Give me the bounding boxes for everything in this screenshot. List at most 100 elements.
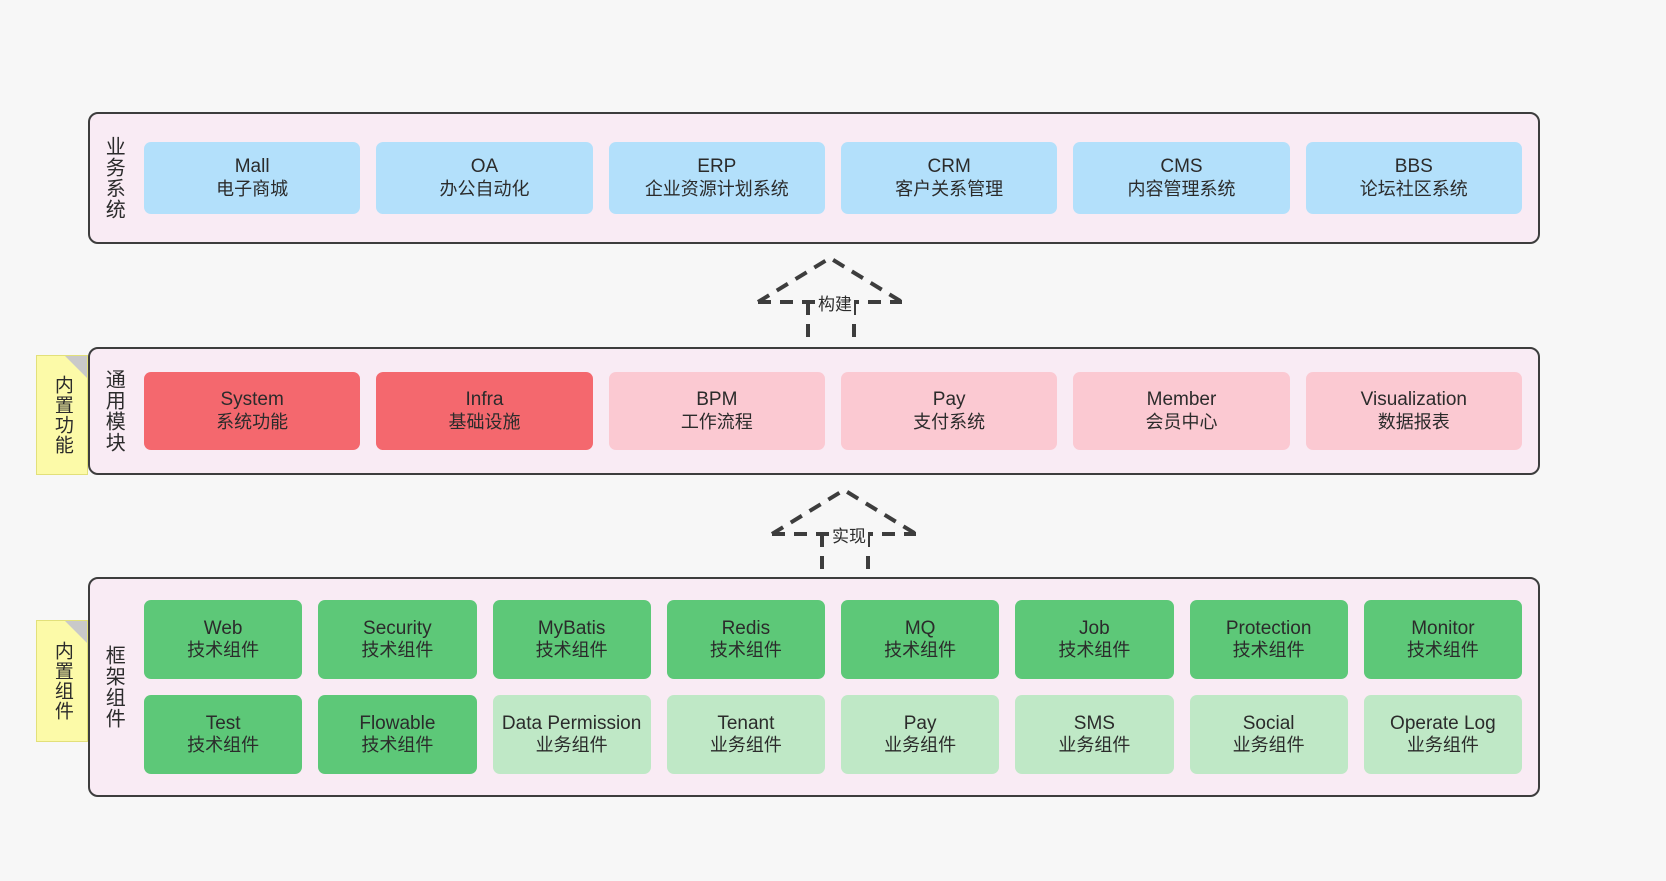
- arrow-head-triangle: [756, 255, 904, 304]
- node-title: Protection: [1225, 617, 1312, 639]
- node-title: BBS: [1394, 156, 1433, 178]
- node-pay-business[interactable]: Pay 业务组件: [841, 695, 1000, 774]
- layer-label-business: 业务系统: [102, 136, 125, 220]
- layer-label-modules: 通用模块: [102, 369, 125, 453]
- node-subtitle: 业务组件: [535, 735, 608, 756]
- node-title: Tenant: [717, 712, 775, 734]
- arrow-label-build: 构建: [816, 290, 854, 315]
- node-title: BPM: [696, 389, 738, 411]
- node-subtitle: 技术组件: [1058, 640, 1131, 661]
- node-member[interactable]: Member 会员中心: [1073, 372, 1290, 450]
- layer-framework-components[interactable]: 框架组件 Web 技术组件 Security 技术组件 MyBatis 技术组件…: [88, 577, 1540, 797]
- node-subtitle: 电子商城: [216, 178, 289, 199]
- node-subtitle: 支付系统: [913, 411, 986, 432]
- node-title: ERP: [697, 156, 737, 178]
- node-erp[interactable]: ERP 企业资源计划系统: [608, 142, 825, 214]
- node-subtitle: 基础设施: [448, 411, 521, 432]
- node-test[interactable]: Test 技术组件: [144, 695, 303, 774]
- node-cms[interactable]: CMS 内容管理系统: [1073, 142, 1290, 214]
- node-system[interactable]: System 系统功能: [144, 372, 361, 450]
- node-bbs[interactable]: BBS 论坛社区系统: [1305, 142, 1522, 214]
- node-data-permission[interactable]: Data Permission 业务组件: [492, 695, 651, 774]
- node-visualization[interactable]: Visualization 数据报表: [1305, 372, 1522, 450]
- node-security[interactable]: Security 技术组件: [318, 600, 477, 679]
- node-subtitle: 工作流程: [680, 411, 753, 432]
- node-subtitle: 内容管理系统: [1127, 178, 1236, 199]
- note-label: 内置功能: [51, 375, 73, 455]
- node-subtitle: 数据报表: [1377, 411, 1450, 432]
- layer-cells-modules: System 系统功能 Infra 基础设施 BPM 工作流程 Pay 支付系统…: [136, 349, 1538, 473]
- node-infra[interactable]: Infra 基础设施: [376, 372, 593, 450]
- layer-cells-business: Mall 电子商城 OA 办公自动化 ERP 企业资源计划系统 CRM 客户关系…: [136, 114, 1538, 242]
- node-subtitle: 技术组件: [361, 735, 434, 756]
- node-title: Pay: [932, 389, 966, 411]
- node-title: Security: [363, 617, 432, 639]
- node-title: Job: [1079, 617, 1110, 639]
- cell-row: Test 技术组件 Flowable 技术组件 Data Permission …: [144, 695, 1522, 774]
- node-subtitle: 业务组件: [884, 735, 957, 756]
- folded-corner-icon: [65, 621, 87, 643]
- node-title: MyBatis: [537, 617, 606, 639]
- node-title: Redis: [721, 617, 771, 639]
- node-title: Visualization: [1360, 389, 1467, 411]
- node-title: SMS: [1073, 712, 1115, 734]
- node-subtitle: 技术组件: [187, 735, 260, 756]
- node-title: Operate Log: [1390, 712, 1496, 734]
- node-job[interactable]: Job 技术组件: [1015, 600, 1174, 679]
- node-title: Mall: [234, 156, 270, 178]
- node-subtitle: 技术组件: [361, 640, 434, 661]
- node-title: CRM: [927, 156, 971, 178]
- arrow-build: 构建: [752, 254, 912, 344]
- node-bpm[interactable]: BPM 工作流程: [608, 372, 825, 450]
- note-builtin-functions[interactable]: 内置功能: [36, 355, 88, 475]
- node-redis[interactable]: Redis 技术组件: [666, 600, 825, 679]
- node-web[interactable]: Web 技术组件: [144, 600, 303, 679]
- node-title: MQ: [904, 617, 936, 639]
- node-mall[interactable]: Mall 电子商城: [144, 142, 361, 214]
- node-oa[interactable]: OA 办公自动化: [376, 142, 593, 214]
- node-subtitle: 论坛社区系统: [1359, 178, 1468, 199]
- node-pay[interactable]: Pay 支付系统: [840, 372, 1058, 450]
- node-protection[interactable]: Protection 技术组件: [1189, 600, 1348, 679]
- node-title: Pay: [903, 712, 937, 734]
- note-label: 内置组件: [51, 641, 73, 721]
- node-mq[interactable]: MQ 技术组件: [841, 600, 1000, 679]
- node-flowable[interactable]: Flowable 技术组件: [318, 695, 477, 774]
- node-title: OA: [470, 156, 499, 178]
- node-subtitle: 业务组件: [1232, 735, 1305, 756]
- arrow-label-realize: 实现: [830, 522, 868, 547]
- arrow-realize: 实现: [766, 486, 926, 576]
- layer-common-modules[interactable]: 通用模块 System 系统功能 Infra 基础设施 BPM 工作流程 Pay…: [88, 347, 1540, 475]
- node-subtitle: 技术组件: [709, 640, 782, 661]
- node-tenant[interactable]: Tenant 业务组件: [666, 695, 825, 774]
- node-social[interactable]: Social 业务组件: [1189, 695, 1348, 774]
- node-subtitle: 技术组件: [535, 640, 608, 661]
- node-monitor[interactable]: Monitor 技术组件: [1363, 600, 1522, 679]
- node-subtitle: 客户关系管理: [895, 178, 1004, 199]
- cell-row: System 系统功能 Infra 基础设施 BPM 工作流程 Pay 支付系统…: [144, 372, 1522, 450]
- node-subtitle: 会员中心: [1145, 411, 1218, 432]
- node-crm[interactable]: CRM 客户关系管理: [840, 142, 1058, 214]
- node-title: Member: [1146, 389, 1217, 411]
- note-builtin-components[interactable]: 内置组件: [36, 620, 88, 742]
- node-title: Social: [1242, 712, 1295, 734]
- node-title: Test: [205, 712, 241, 734]
- layer-business-systems[interactable]: 业务系统 Mall 电子商城 OA 办公自动化 ERP 企业资源计划系统 CRM…: [88, 112, 1540, 244]
- node-title: System: [220, 389, 284, 411]
- layer-cells-framework: Web 技术组件 Security 技术组件 MyBatis 技术组件 Redi…: [136, 579, 1538, 795]
- node-title: CMS: [1160, 156, 1203, 178]
- cell-row: Web 技术组件 Security 技术组件 MyBatis 技术组件 Redi…: [144, 600, 1522, 679]
- node-operate-log[interactable]: Operate Log 业务组件: [1363, 695, 1522, 774]
- cell-row: Mall 电子商城 OA 办公自动化 ERP 企业资源计划系统 CRM 客户关系…: [144, 142, 1522, 214]
- node-title: Monitor: [1411, 617, 1475, 639]
- node-subtitle: 业务组件: [1406, 735, 1479, 756]
- node-subtitle: 技术组件: [1406, 640, 1479, 661]
- node-subtitle: 业务组件: [1058, 735, 1131, 756]
- node-sms[interactable]: SMS 业务组件: [1015, 695, 1174, 774]
- node-title: Flowable: [359, 712, 436, 734]
- node-subtitle: 技术组件: [884, 640, 957, 661]
- node-subtitle: 技术组件: [1232, 640, 1305, 661]
- node-mybatis[interactable]: MyBatis 技术组件: [492, 600, 651, 679]
- node-title: Web: [203, 617, 243, 639]
